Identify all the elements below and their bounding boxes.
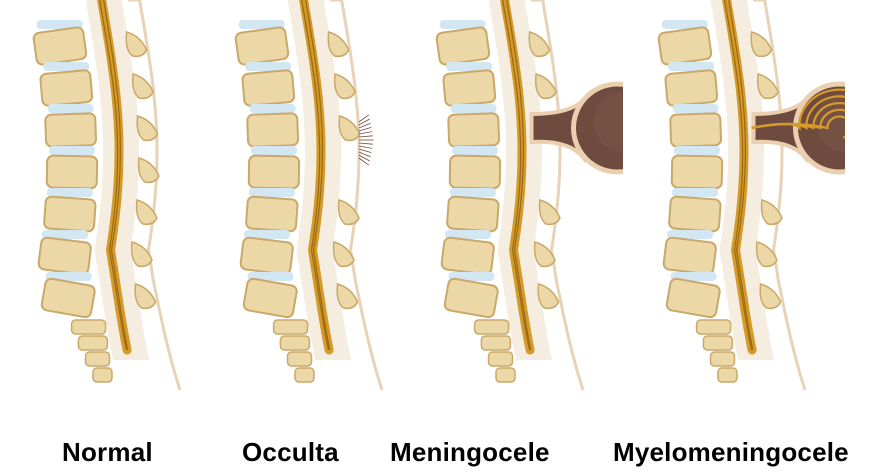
spinous-process (760, 284, 780, 308)
vertebral-body (663, 237, 717, 275)
normal-spine-illustration (10, 0, 220, 400)
intervertebral-disc (673, 104, 719, 113)
sacral-segment (718, 368, 737, 382)
vertebral-body (666, 278, 721, 318)
vertebral-body (672, 156, 723, 189)
vertebral-body (658, 27, 712, 66)
intervertebral-disc (672, 188, 718, 197)
intervertebral-disc (674, 146, 720, 155)
spinous-process (538, 284, 558, 308)
vertebral-body (40, 70, 93, 106)
spinous-process (758, 74, 778, 98)
intervertebral-disc (452, 146, 498, 155)
vertebral-body (669, 196, 721, 231)
sacral-segment (86, 352, 110, 366)
vertebral-body (249, 156, 300, 189)
vertebral-body (670, 113, 721, 147)
intervertebral-disc (249, 188, 295, 197)
vertebral-body (246, 196, 298, 231)
intervertebral-disc (48, 104, 94, 113)
label-occulta: Occulta (242, 437, 339, 468)
sacral-segment (711, 352, 735, 366)
spinous-process (126, 32, 146, 56)
vertebral-body (240, 237, 294, 275)
sacral-segment (496, 368, 515, 382)
sacral-segment (475, 320, 509, 334)
sacral-segment (295, 368, 314, 382)
sacral-segment (288, 352, 312, 366)
spinous-process (529, 32, 549, 56)
spinous-process (536, 74, 556, 98)
vertebral-body (247, 113, 298, 147)
vertebral-body (436, 27, 490, 66)
vertebral-body (443, 70, 496, 106)
spinous-process (135, 284, 155, 308)
label-meningocele: Meningocele (390, 437, 550, 468)
sacral-segment (703, 336, 732, 350)
sacral-segment (280, 336, 309, 350)
vertebral-body (41, 278, 96, 318)
intervertebral-disc (450, 188, 496, 197)
vertebral-body (45, 113, 96, 147)
sacral-segment (489, 352, 513, 366)
sacral-segment (78, 336, 107, 350)
sacral-segment (481, 336, 510, 350)
spinous-process (751, 32, 771, 56)
intervertebral-disc (49, 146, 95, 155)
vertebral-body (33, 27, 87, 66)
intervertebral-disc (451, 104, 497, 113)
spinous-process (335, 74, 355, 98)
vertebral-body (242, 70, 295, 106)
vertebral-body (450, 156, 501, 189)
intervertebral-disc (47, 188, 93, 197)
meningocele-spine-illustration (413, 0, 623, 400)
myelomeningocele-spine-illustration (635, 0, 845, 400)
sacral-segment (274, 320, 308, 334)
vertebral-body (441, 237, 495, 275)
sacral-segment (697, 320, 731, 334)
vertebral-body (235, 27, 289, 66)
intervertebral-disc (250, 104, 296, 113)
label-myelomeningocele: Myelomeningocele (613, 437, 849, 468)
occulta-spine-illustration (212, 0, 422, 400)
vertebral-body (243, 278, 298, 318)
vertebral-body (47, 156, 98, 189)
vertebral-body (38, 237, 92, 275)
vertebral-body (665, 70, 718, 106)
vertebral-body (447, 196, 499, 231)
sacral-segment (72, 320, 106, 334)
spinous-process (337, 284, 357, 308)
vertebral-body (44, 196, 96, 231)
sacral-segment (93, 368, 112, 382)
label-normal: Normal (62, 437, 153, 468)
spinous-process (133, 74, 153, 98)
intervertebral-disc (251, 146, 297, 155)
vertebral-body (448, 113, 499, 147)
spinous-process (328, 32, 348, 56)
vertebral-body (444, 278, 499, 318)
